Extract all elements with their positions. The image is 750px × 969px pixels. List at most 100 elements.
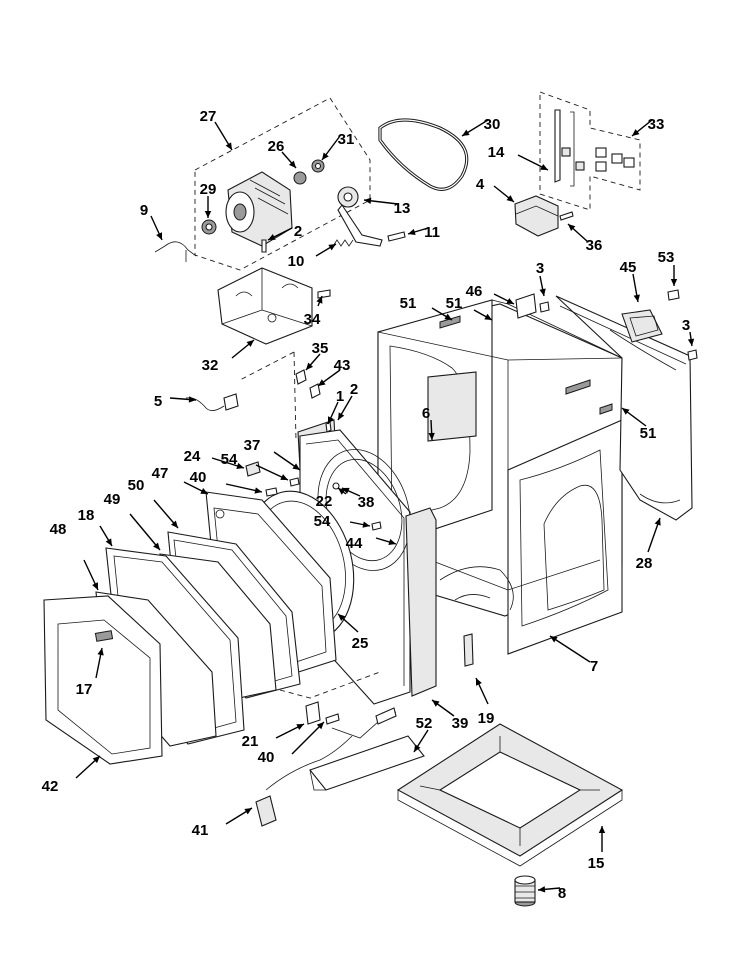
callout-number: 29 [200, 181, 217, 198]
screw-40a [265, 487, 278, 497]
screw-2-top [261, 239, 267, 253]
idler-pulley-arm [337, 186, 383, 247]
callout-number: 4 [476, 176, 485, 193]
callout-arrowhead [327, 416, 334, 424]
callout-c51c: 51 [621, 407, 657, 442]
callout-arrowhead [268, 234, 276, 240]
callout-arrowhead [540, 164, 548, 170]
callout-arrowhead [188, 396, 196, 403]
callout-c26: 26 [268, 138, 297, 169]
callout-arrowhead [153, 542, 160, 550]
callout-arrowhead [444, 313, 452, 320]
callout-c38: 38 [341, 487, 375, 511]
base-frame [396, 723, 624, 867]
callout-arrowhead [328, 244, 336, 251]
callout-arrowhead [462, 129, 470, 136]
callout-arrowhead [550, 636, 558, 643]
callout-number: 50 [128, 477, 145, 494]
screw-54a [289, 477, 300, 487]
callout-arrowhead [200, 488, 208, 494]
callout-number: 3 [682, 317, 690, 334]
callout-number: 32 [202, 357, 219, 374]
callout-arrowhead [236, 462, 244, 469]
drain-connector-41 [255, 795, 277, 827]
callout-number: 40 [258, 749, 275, 766]
callout-arrowhead [432, 700, 440, 707]
callout-number: 43 [334, 357, 351, 374]
callout-number: 54 [314, 513, 331, 530]
callout-c45: 45 [620, 259, 640, 303]
callout-c36: 36 [567, 223, 602, 254]
callout-c1: 1 [327, 388, 344, 425]
callout-arrowhead [476, 678, 482, 686]
callout-arrowhead [296, 724, 304, 730]
callout-arrowhead [632, 129, 640, 136]
callout-number: 15 [588, 855, 605, 872]
callout-number: 45 [620, 259, 637, 276]
callout-arrowhead [254, 487, 262, 494]
callout-c37: 37 [244, 437, 301, 471]
drive-belt [378, 118, 469, 191]
callout-number: 6 [422, 405, 430, 422]
callout-c29: 29 [200, 181, 217, 218]
callout-arrowhead [306, 362, 314, 370]
callout-leader-line [129, 513, 161, 551]
callout-number: 34 [304, 311, 321, 328]
callout-c51b: 51 [446, 295, 493, 321]
callout-number: 46 [466, 283, 483, 300]
callout-arrowhead [506, 298, 514, 304]
callout-arrowhead [322, 152, 329, 160]
callout-c10: 10 [288, 243, 337, 270]
callout-number: 48 [50, 521, 67, 538]
callout-number: 11 [424, 224, 440, 241]
callout-number: 35 [312, 340, 329, 357]
callout-arrowhead [687, 338, 695, 346]
callout-number: 28 [636, 555, 653, 572]
callout-arrowhead [598, 826, 606, 833]
callout-number: 9 [140, 202, 148, 219]
callout-c33: 33 [631, 116, 665, 137]
callout-number: 25 [352, 635, 369, 652]
callout-c4: 4 [476, 176, 515, 203]
callout-arrowhead [414, 744, 421, 752]
callout-number: 52 [416, 715, 433, 732]
outer-door [43, 595, 163, 765]
callout-c43: 43 [317, 357, 351, 387]
callout-number: 54 [221, 451, 238, 468]
callout-arrowhead [92, 582, 98, 590]
callout-number: 44 [346, 535, 363, 552]
callout-arrowhead [204, 211, 212, 218]
callout-arrowhead [408, 228, 416, 236]
callout-number: 17 [76, 681, 93, 698]
callout-arrowhead [92, 756, 100, 764]
callout-arrowhead [539, 288, 546, 296]
screw-22 [332, 482, 340, 490]
callout-number: 38 [358, 494, 375, 511]
callout-c35: 35 [305, 340, 329, 371]
callout-c54b: 54 [314, 513, 371, 530]
callout-arrowhead [280, 474, 288, 480]
callout-arrowhead [338, 614, 346, 622]
callout-number: 26 [268, 138, 285, 155]
callout-number: 14 [488, 144, 505, 161]
motor-assembly-group [154, 97, 406, 271]
callout-number: 3 [536, 260, 544, 277]
callout-c15: 15 [588, 826, 606, 872]
callout-number: 33 [648, 116, 665, 133]
callout-arrowhead [538, 886, 546, 893]
callout-c49: 49 [104, 491, 161, 551]
callout-c2b: 2 [337, 381, 358, 421]
callout-c27: 27 [200, 108, 233, 151]
callout-number: 37 [244, 437, 261, 454]
callout-number: 19 [478, 710, 495, 727]
callout-number: 18 [78, 507, 95, 524]
callout-c18: 18 [78, 507, 113, 547]
callout-number: 13 [394, 200, 411, 217]
lower-harness [255, 671, 397, 827]
callout-number: 51 [640, 425, 657, 442]
callout-c40a: 40 [190, 469, 263, 494]
callout-c48: 48 [50, 521, 99, 591]
callout-c24: 24 [184, 448, 245, 469]
